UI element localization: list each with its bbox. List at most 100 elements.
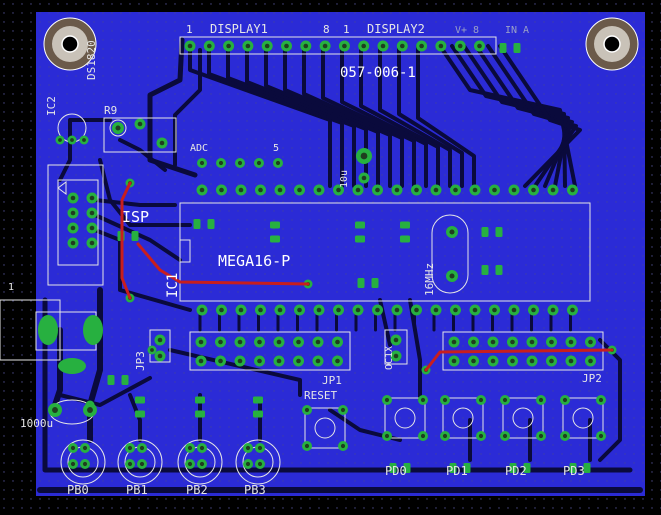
smd-resistor[interactable]	[195, 396, 205, 404]
smd-resistor[interactable]	[569, 463, 577, 473]
drill-hole	[322, 43, 328, 49]
pb2-label: PB2	[186, 483, 208, 497]
smd-resistor[interactable]	[513, 43, 521, 53]
display2-label: DISPLAY2	[367, 22, 425, 36]
drill-hole	[384, 433, 390, 439]
drill-hole	[420, 433, 426, 439]
bottom-trace	[397, 44, 464, 188]
smd-resistor[interactable]	[195, 410, 205, 418]
pd0-button-cap	[394, 407, 416, 429]
drill-hole	[336, 187, 341, 193]
drill-hole	[315, 339, 321, 345]
smd-resistor[interactable]	[523, 463, 531, 473]
drill-hole	[297, 307, 302, 313]
drill-hole	[264, 43, 270, 49]
r9-trimmer-circle	[109, 119, 127, 137]
bottom-trace	[207, 44, 344, 188]
drill-hole	[89, 240, 95, 246]
smd-resistor[interactable]	[270, 235, 280, 243]
drill-hole	[219, 307, 224, 313]
smd-resistor[interactable]	[207, 219, 215, 229]
pd2-label: PD2	[505, 464, 527, 478]
bottom-trace	[93, 198, 177, 207]
smd-resistor[interactable]	[509, 463, 517, 473]
smd-resistor[interactable]	[449, 463, 457, 473]
bottom-trace	[188, 44, 332, 188]
drill-hole	[70, 225, 76, 231]
drill-hole	[157, 353, 163, 359]
smd-resistor[interactable]	[371, 278, 379, 288]
smd-resistor[interactable]	[403, 463, 411, 473]
drill-hole	[187, 461, 193, 467]
drill-hole	[70, 461, 76, 467]
drill-hole	[335, 339, 340, 345]
drill-hole	[490, 358, 496, 364]
drill-hole	[237, 339, 243, 345]
smd-resistor[interactable]	[121, 375, 129, 385]
smd-resistor[interactable]	[107, 375, 115, 385]
power-pad[interactable]	[38, 315, 58, 345]
smd-resistor[interactable]	[253, 396, 263, 404]
smd-resistor[interactable]	[355, 221, 365, 229]
jp1-outline	[189, 331, 351, 371]
drill-hole	[492, 187, 497, 193]
smd-resistor[interactable]	[270, 221, 280, 229]
smd-resistor[interactable]	[583, 463, 591, 473]
top-trace	[120, 181, 132, 300]
pd3-label: PD3	[563, 464, 585, 478]
drill-hole	[492, 307, 497, 313]
drill-hole	[304, 443, 310, 449]
drill-hole	[361, 175, 367, 181]
smd-resistor[interactable]	[495, 265, 503, 275]
smd-resistor[interactable]	[135, 410, 145, 418]
power-pad[interactable]	[58, 358, 86, 374]
smd-resistor[interactable]	[193, 219, 201, 229]
led-pb2-outline	[177, 439, 223, 485]
bottom-trace	[359, 44, 440, 188]
smd-resistor[interactable]	[495, 227, 503, 237]
mega16p-label: MEGA16-P	[218, 252, 291, 270]
xtal-label: 16MHz	[423, 262, 436, 296]
smd-resistor[interactable]	[481, 227, 489, 237]
smd-resistor[interactable]	[400, 221, 410, 229]
power-pad[interactable]	[83, 315, 103, 345]
drill-hole	[245, 445, 251, 451]
drill-hole	[277, 307, 283, 313]
smd-resistor[interactable]	[400, 235, 410, 243]
drill-hole	[355, 307, 361, 313]
bottom-trace	[42, 297, 633, 473]
drill-hole	[598, 397, 604, 403]
top-traces	[120, 181, 614, 372]
drill-hole	[296, 339, 301, 345]
pads-layer[interactable]	[38, 40, 617, 474]
bottom-trace	[408, 298, 422, 402]
bottom-trace	[168, 348, 302, 397]
smd-resistor[interactable]	[253, 410, 263, 418]
smd-resistor[interactable]	[131, 231, 139, 241]
bottom-trace	[226, 44, 356, 188]
smd-resistor[interactable]	[499, 43, 507, 53]
smd-resistor[interactable]	[355, 235, 365, 243]
bottom-trace	[173, 48, 202, 167]
smd-resistor[interactable]	[389, 463, 397, 473]
drill-hole	[478, 433, 484, 439]
display-header-outline	[179, 36, 497, 55]
drill-hole	[442, 433, 448, 439]
bottom-trace	[438, 44, 577, 188]
drill-hole	[257, 445, 263, 451]
pd1-button-cap	[452, 407, 474, 429]
smd-resistor[interactable]	[357, 278, 365, 288]
drill-hole	[303, 43, 309, 49]
reset-label: RESET	[304, 389, 338, 402]
smd-resistor[interactable]	[481, 265, 489, 275]
drill-hole	[199, 160, 205, 166]
drill-hole	[237, 358, 243, 364]
reset-button-cap	[314, 417, 336, 439]
drill-hole	[316, 187, 322, 193]
smd-resistor[interactable]	[135, 396, 145, 404]
drill-hole	[570, 307, 575, 313]
smd-resistor[interactable]	[463, 463, 471, 473]
pb1-label: PB1	[126, 483, 148, 497]
